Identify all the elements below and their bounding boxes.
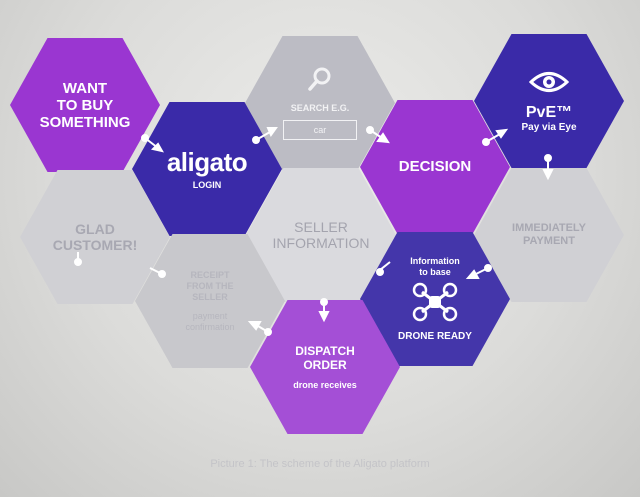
dispatch-subtitle: drone receives [293, 379, 357, 390]
glad-customer-text: GLAD CUSTOMER! [52, 221, 138, 253]
login-label: LOGIN [192, 179, 222, 190]
search-icon [307, 66, 333, 97]
seller-information-text: SELLER INFORMATION [272, 219, 370, 251]
receipt-subtitle: payment confirmation [185, 310, 235, 332]
decision-text: DECISION [398, 158, 472, 175]
drone-info-text: Information to base [410, 256, 460, 277]
pve-title: PvE™ [525, 104, 573, 121]
drone-icon [410, 282, 460, 327]
pve-subtitle: Pay via Eye [521, 122, 577, 133]
receipt-title: RECEIPT FROM THE SELLER [186, 269, 234, 302]
search-placeholder: car [313, 125, 327, 135]
figure-caption: Picture 1: The scheme of the Aligato pla… [210, 458, 430, 470]
hex-want-to-buy: WANT TO BUY SOMETHING [10, 38, 160, 172]
dispatch-title: DISPATCH ORDER [295, 343, 355, 372]
eye-icon [528, 69, 570, 100]
search-field: car [283, 120, 357, 140]
aligato-logo: aligato [166, 146, 248, 177]
hex-dispatch-order: DISPATCH ORDER drone receives [250, 300, 400, 434]
immediately-payment-text: IMMEDIATELY PAYMENT [512, 222, 586, 247]
hex-receipt: RECEIPT FROM THE SELLER payment confirma… [135, 234, 285, 368]
drone-ready-text: DRONE READY [398, 331, 472, 342]
search-label: SEARCH E.G. [290, 103, 350, 113]
hex-want-to-buy-text: WANT TO BUY SOMETHING [39, 79, 131, 131]
